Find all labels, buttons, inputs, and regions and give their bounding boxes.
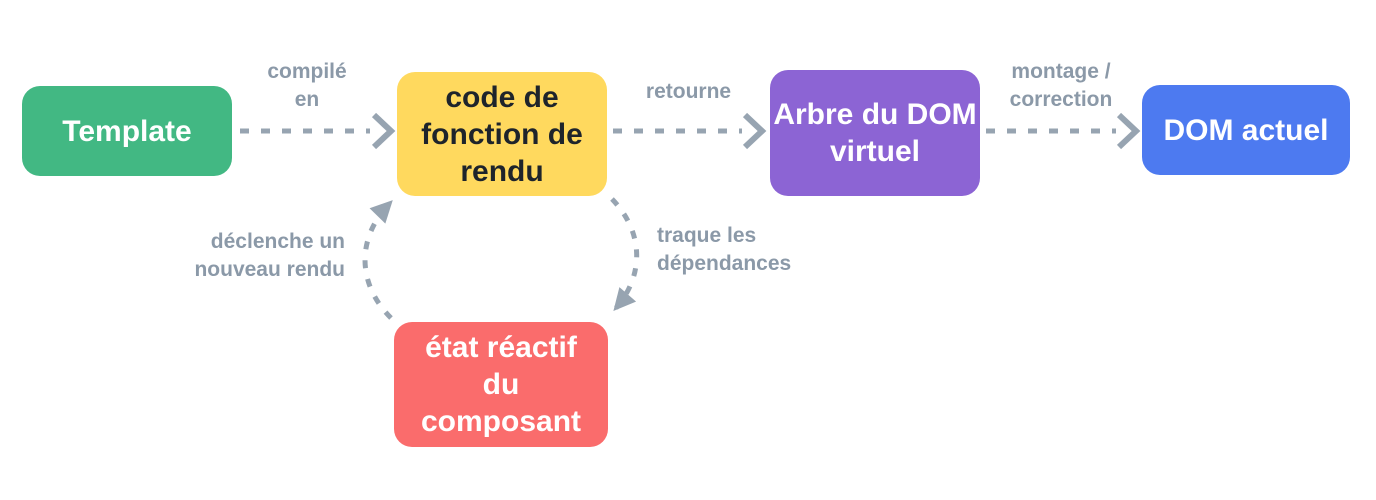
edge-template-to-render-fn-arrow — [240, 112, 396, 150]
node-render-function-code: code de fonction de rendu — [397, 72, 607, 196]
node-label: Template — [62, 114, 192, 148]
edge-render-fn-to-vdom-arrow — [613, 112, 767, 150]
edge-label-montage-correction: montage / correction — [1009, 60, 1113, 111]
node-label: état réactif — [425, 331, 577, 364]
node-label: rendu — [460, 154, 544, 188]
node-virtual-dom-tree: Arbre du DOM virtuel — [770, 70, 980, 196]
node-actual-dom: DOM actuel — [1142, 85, 1350, 175]
arrow-right-chevron-icon — [371, 112, 396, 150]
edge-label-compile: compilé en — [267, 60, 347, 111]
node-label: virtuel — [829, 135, 921, 168]
edge-state-to-render-fn-curve — [362, 200, 393, 320]
node-label: fonction de — [421, 117, 583, 151]
edge-render-fn-to-state-curve — [610, 197, 640, 312]
node-label: composant — [420, 405, 582, 438]
arrow-right-chevron-icon — [742, 112, 767, 150]
arrow-right-chevron-icon — [1116, 112, 1141, 150]
node-label: du — [482, 368, 520, 401]
edge-vdom-to-dom-arrow — [986, 112, 1141, 150]
node-label: DOM actuel — [1163, 113, 1329, 147]
edge-label-declenche-nouveau-rendu: déclenche un nouveau rendu — [194, 230, 345, 281]
node-label: code de — [445, 80, 559, 114]
node-label: Arbre du DOM — [773, 98, 977, 131]
edge-label-traque-dependances: traque les dépendances — [657, 224, 792, 275]
node-template: Template — [22, 86, 232, 176]
edge-label-retourne: retourne — [645, 80, 732, 103]
node-reactive-state: état réactif du composant — [394, 322, 608, 447]
